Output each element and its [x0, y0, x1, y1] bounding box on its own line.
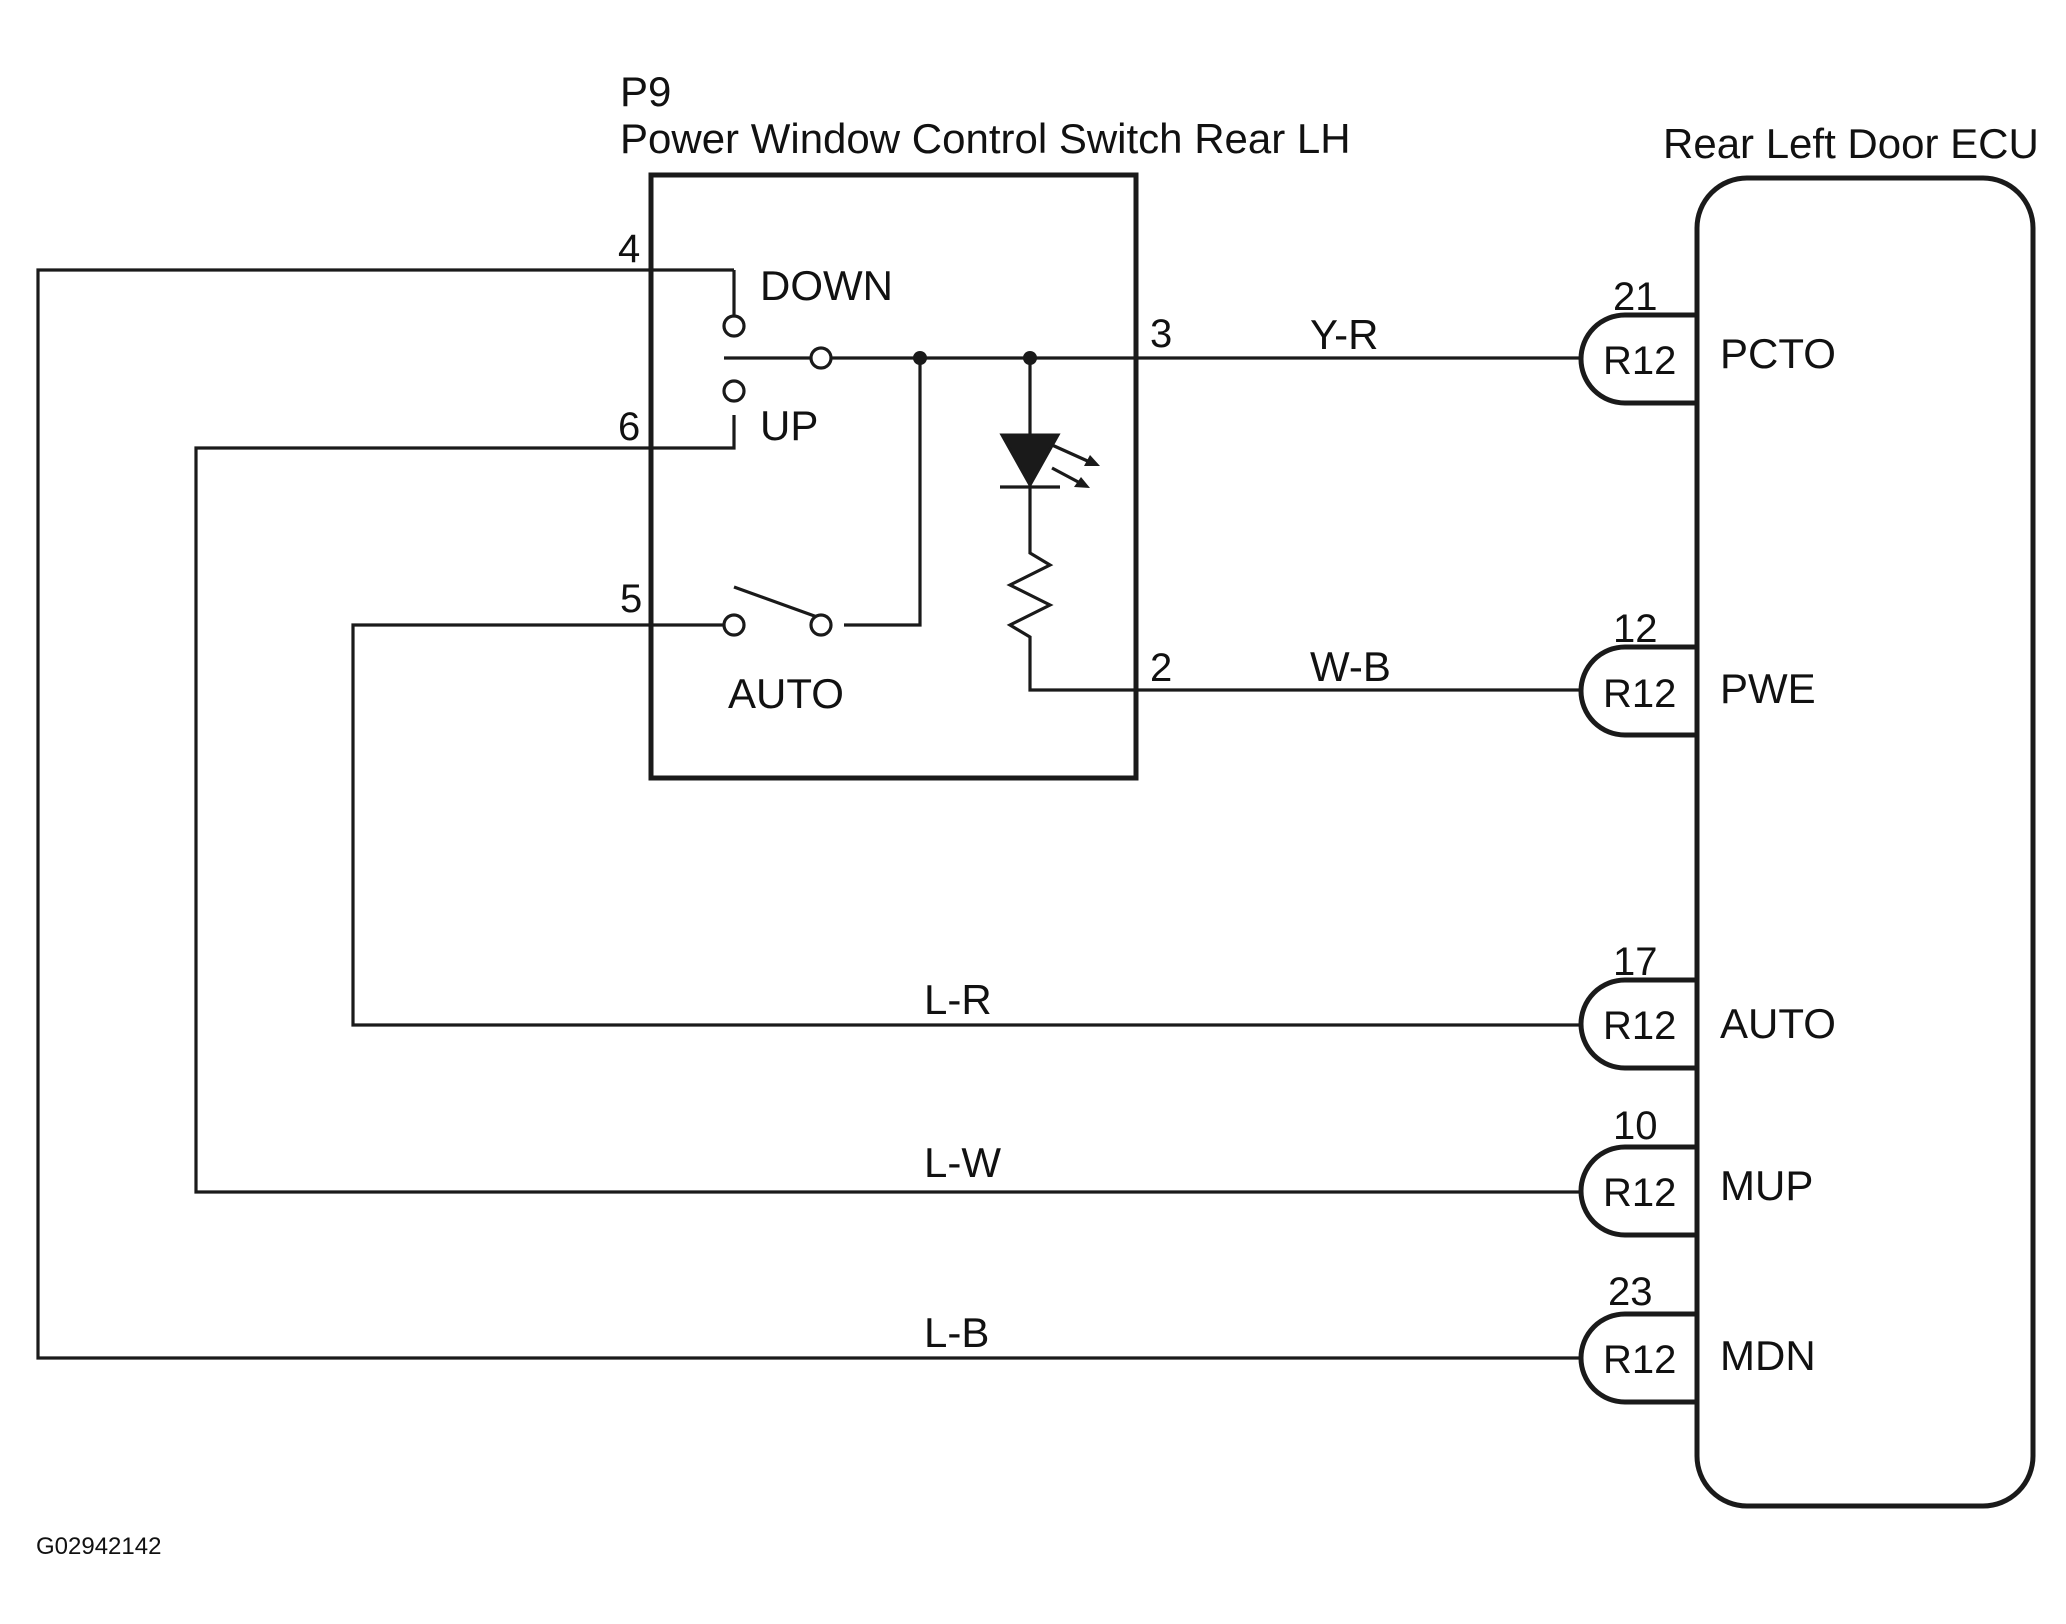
down-label: DOWN [760, 262, 893, 309]
led-icon [999, 433, 1061, 489]
connector-outline [1578, 312, 1697, 406]
connector-code: R12 [1603, 1171, 1676, 1215]
switch-box [648, 172, 1139, 781]
terminal-pin-number: 17 [1613, 940, 1658, 984]
up-label: UP [760, 402, 818, 449]
connector-outline [1578, 644, 1697, 738]
switch-code: P9 [620, 68, 671, 115]
wire-label-l-b: L-B [924, 1309, 989, 1356]
terminal-name: PCTO [1720, 330, 1836, 377]
junction-dot [1023, 351, 1037, 365]
ecu-terminal-pcto: 21 R12 PCTO [1578, 275, 1836, 406]
led-light-arrow [1051, 466, 1083, 486]
auto-switch-blade [733, 585, 821, 620]
terminal-pin-number: 10 [1613, 1104, 1658, 1148]
terminal-name: MUP [1720, 1162, 1813, 1209]
led-light-arrow-head [1084, 455, 1100, 466]
wire-label-w-b: W-B [1310, 643, 1391, 690]
resistor [1006, 540, 1580, 692]
switch-name: Power Window Control Switch Rear LH [620, 115, 1351, 162]
ecu-box [1694, 175, 2036, 1509]
connector-code: R12 [1603, 339, 1676, 383]
connector-code: R12 [1603, 672, 1676, 716]
down-contact [722, 314, 746, 338]
pin-2-label: 2 [1150, 646, 1172, 690]
wire-label-l-w: L-W [924, 1139, 1001, 1186]
wire-l-b [36, 268, 1580, 1360]
connector-outline [1578, 977, 1697, 1071]
pin-5-label: 5 [620, 577, 642, 621]
ecu-terminal-pwe: 12 R12 PWE [1578, 607, 1816, 738]
connector-code: R12 [1603, 1338, 1676, 1382]
connector-code: R12 [1603, 1004, 1676, 1048]
terminal-pin-number: 21 [1613, 275, 1658, 319]
led-light-arrow-head [1074, 477, 1090, 488]
auto-return-lead [844, 358, 922, 627]
terminal-pin-number: 12 [1613, 607, 1658, 651]
auto-contact-right [809, 613, 833, 637]
ecu-terminal-mdn: 23 R12 MDN [1578, 1270, 1816, 1405]
terminal-name: PWE [1720, 665, 1816, 712]
pin-6-label: 6 [618, 405, 640, 449]
terminal-name: MDN [1720, 1332, 1816, 1379]
terminal-name: AUTO [1720, 1000, 1836, 1047]
up-contact [722, 379, 746, 403]
auto-contact-left [722, 613, 746, 637]
connector-outline [1578, 1144, 1697, 1238]
connector-outline [1578, 1311, 1697, 1405]
pin-4-label: 4 [618, 227, 640, 271]
terminal-pin-number: 23 [1608, 1270, 1653, 1314]
ecu-terminal-auto: 17 R12 AUTO [1578, 940, 1836, 1071]
auto-label: AUTO [728, 670, 844, 717]
wire-l-r [351, 623, 1580, 1027]
wire-label-y-r: Y-R [1310, 311, 1378, 358]
pin-3-label: 3 [1150, 312, 1172, 356]
led-light-arrow [1051, 443, 1093, 465]
wire-l-w [194, 415, 1580, 1194]
wire-label-l-r: L-R [924, 976, 992, 1023]
ecu-terminal-mup: 10 R12 MUP [1578, 1104, 1813, 1238]
junction-dot [913, 351, 927, 365]
ecu-name: Rear Left Door ECU [1663, 120, 2039, 167]
common-contact [809, 346, 833, 370]
figure-id: G02942142 [36, 1533, 161, 1560]
